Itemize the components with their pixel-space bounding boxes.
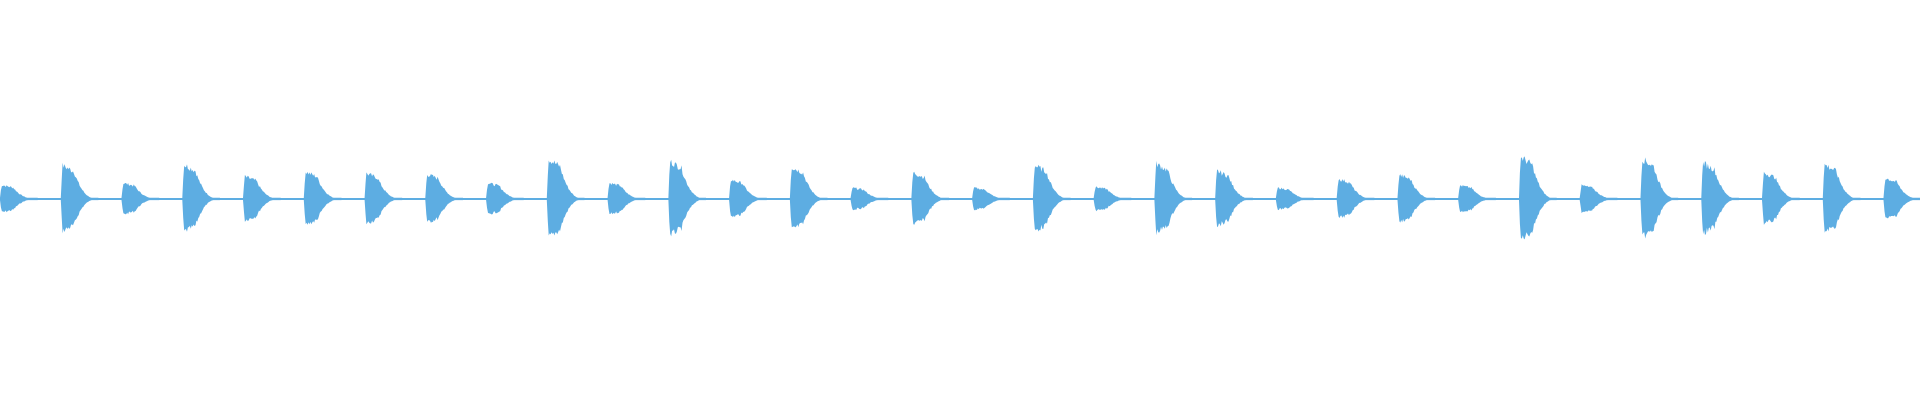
waveform-hit (1883, 178, 1920, 219)
waveform-hit (0, 185, 38, 213)
waveform-hit (546, 160, 585, 236)
waveform-hit (1397, 174, 1436, 223)
waveform-hit (425, 173, 463, 223)
waveform-hit (1822, 163, 1861, 233)
waveform-hit (668, 159, 706, 237)
waveform-hit (1215, 169, 1253, 228)
waveform-hit (1032, 164, 1071, 232)
waveform-hit (1458, 185, 1496, 213)
waveform-hit (972, 187, 1010, 211)
waveform-hit (911, 171, 950, 225)
waveform-hit (1154, 160, 1193, 236)
waveform-hit (1701, 161, 1739, 236)
waveform-hit (364, 172, 403, 225)
waveform-hit (1519, 156, 1557, 240)
waveform-hit (243, 174, 281, 222)
waveform-hit (121, 183, 160, 215)
waveform-hits (0, 156, 1920, 240)
waveform-hit (789, 169, 828, 228)
waveform-hit (607, 182, 646, 215)
waveform-hit (1762, 171, 1800, 225)
waveform-hit (1640, 157, 1679, 239)
waveform-hit (1579, 184, 1618, 214)
waveform-hit (1275, 187, 1314, 211)
waveform-hit (486, 182, 524, 215)
waveform-hit (303, 171, 342, 225)
waveform-hit (1093, 186, 1132, 212)
waveform-hit (60, 162, 99, 234)
waveform-hit (1336, 179, 1375, 218)
waveform-hit (182, 164, 220, 232)
waveform-hit (729, 179, 767, 218)
waveform-hit (850, 187, 889, 211)
